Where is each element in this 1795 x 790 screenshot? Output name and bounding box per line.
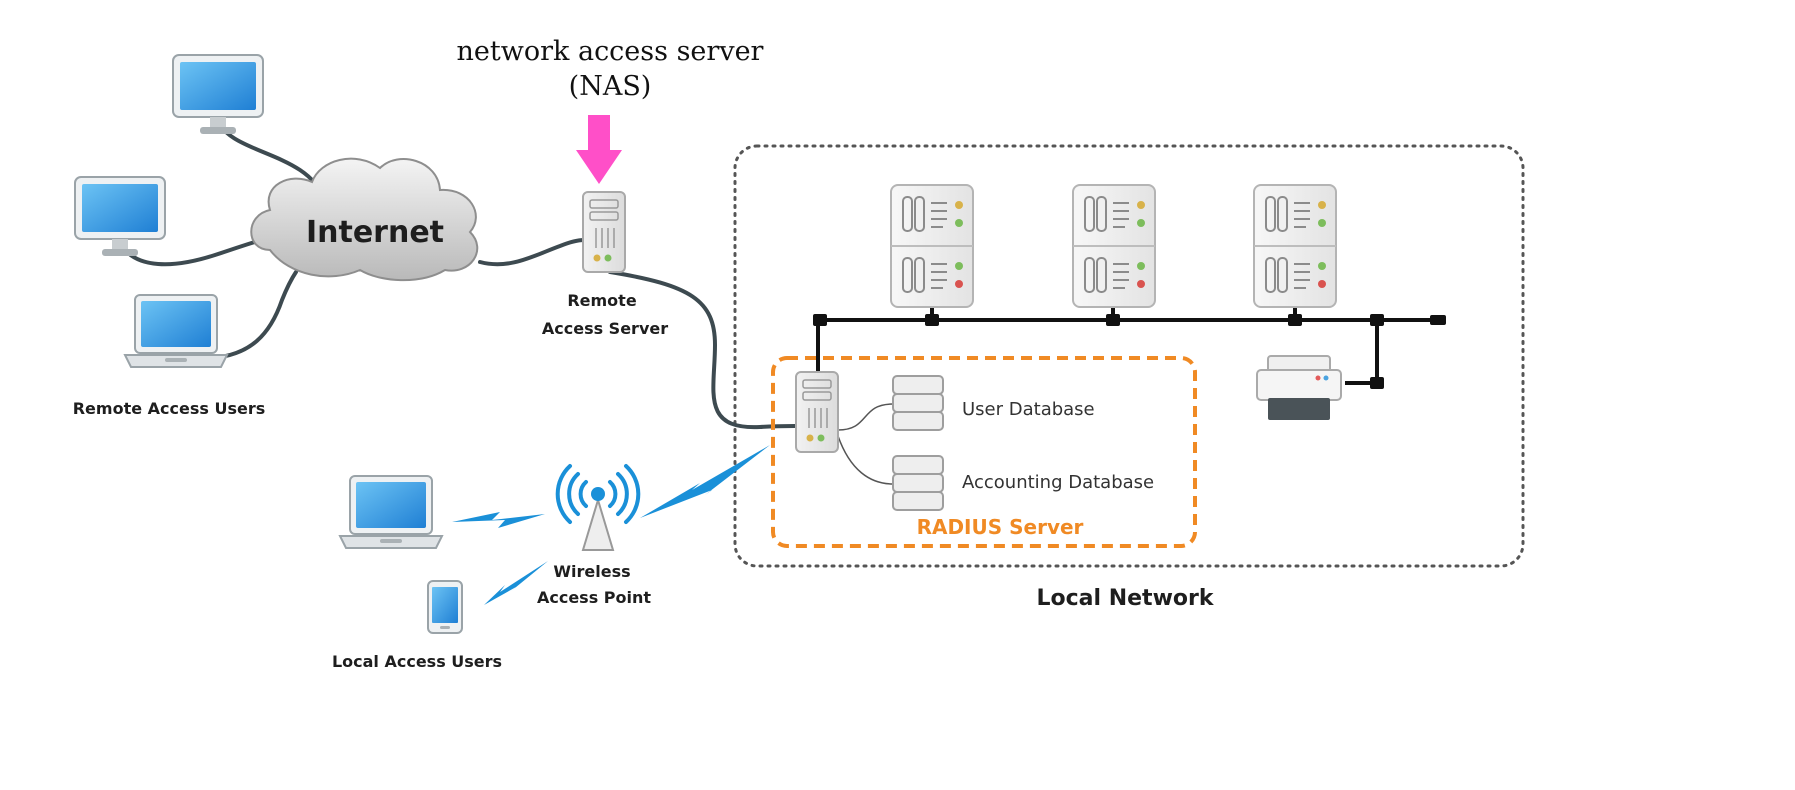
phone-icon xyxy=(427,580,463,634)
internet-cloud-icon xyxy=(250,157,479,282)
desktop-icon xyxy=(172,54,264,135)
rack-server-icon xyxy=(1253,184,1337,308)
remote-access-server-label-1: Remote xyxy=(567,291,636,310)
remote-access-users-label: Remote Access Users xyxy=(73,399,266,418)
rack-server-icon xyxy=(1072,184,1156,308)
laptop-icon xyxy=(124,294,228,368)
wireless-access-point-label-1: Wireless xyxy=(553,562,630,581)
arrow-down-icon xyxy=(576,115,622,184)
cable-laptop-internet xyxy=(210,270,298,360)
cable-nas-radius xyxy=(608,270,797,430)
db-connectors xyxy=(837,403,894,485)
accounting-database-icon xyxy=(892,455,944,511)
remote-access-server-icon xyxy=(582,191,626,273)
remote-access-server-label-2: Access Server xyxy=(542,319,668,338)
wireless-access-point-label-2: Access Point xyxy=(537,588,651,607)
bus-connectors xyxy=(813,314,1446,389)
internet-label: Internet xyxy=(306,215,444,250)
local-network-boundary xyxy=(733,144,1525,568)
nas-annotation-line2: (NAS) xyxy=(569,71,652,102)
nas-annotation-line1: network access server xyxy=(457,36,764,67)
cables xyxy=(118,116,797,430)
radius-server-boundary xyxy=(771,356,1197,548)
laptop-icon xyxy=(339,475,443,549)
printer-icon xyxy=(1256,355,1342,420)
local-network-label: Local Network xyxy=(1037,586,1215,611)
cable-internet-nas xyxy=(478,238,586,267)
user-database-icon xyxy=(892,375,944,431)
local-access-users-label: Local Access Users xyxy=(332,652,502,671)
radius-server-icon xyxy=(795,371,839,453)
wireless-link-icon xyxy=(452,445,770,605)
user-database-label: User Database xyxy=(962,399,1095,420)
wireless-access-point-icon xyxy=(555,464,641,551)
accounting-database-label: Accounting Database xyxy=(962,472,1154,493)
radius-server-label: RADIUS Server xyxy=(917,515,1084,539)
cable-monitor2-internet xyxy=(118,236,272,267)
rack-server-icon xyxy=(890,184,974,308)
desktop-icon xyxy=(74,176,166,257)
